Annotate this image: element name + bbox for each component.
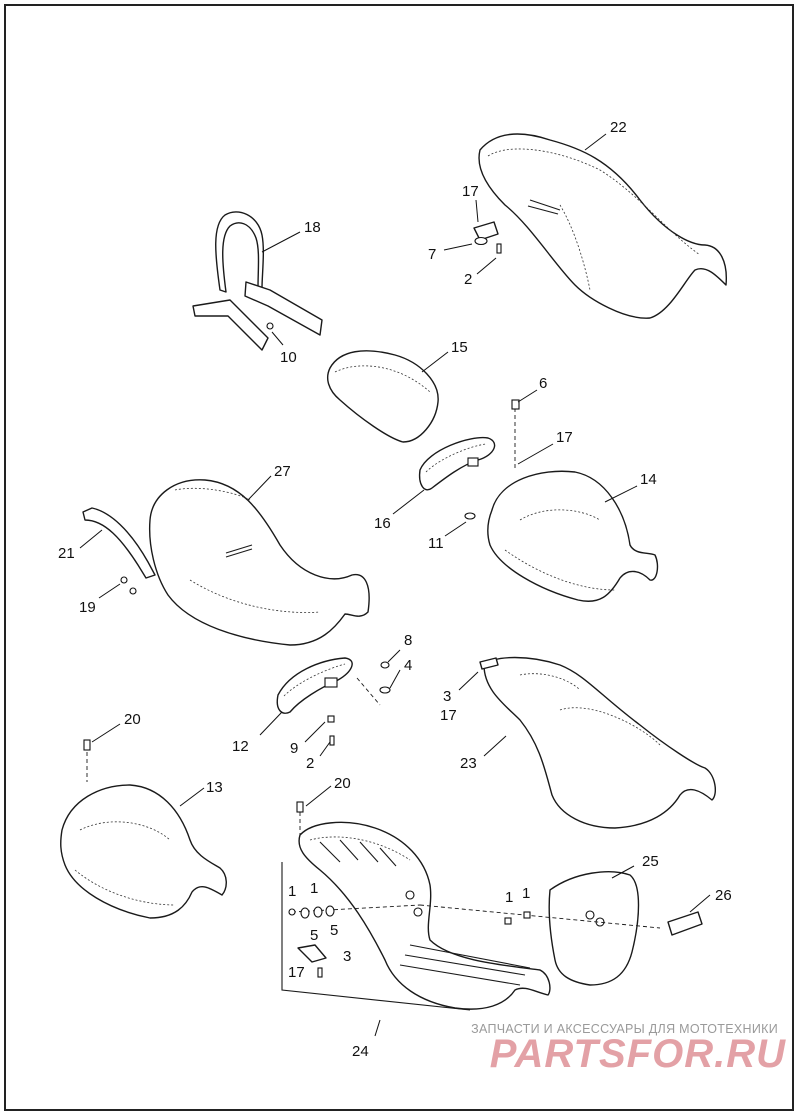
part-23-seat: [479, 656, 717, 829]
diagram-frame: [4, 4, 794, 1111]
label-3: 3: [443, 688, 451, 705]
label-20: 20: [334, 775, 351, 792]
part-21-strap: [82, 507, 156, 595]
label-10: 10: [280, 349, 297, 366]
watermark-logo: PARTSFOR.RU: [489, 1032, 786, 1076]
label-2: 2: [306, 755, 314, 772]
label-15: 15: [451, 339, 468, 356]
part-14-solo-seat: [464, 399, 659, 602]
part-15-pillion-pad: [327, 350, 439, 443]
label-20: 20: [124, 711, 141, 728]
label-24: 24: [352, 1043, 369, 1060]
hardware-group-bottom: [288, 904, 661, 978]
part-27-seat: [148, 479, 370, 646]
label-17: 17: [440, 707, 457, 724]
label-25: 25: [642, 853, 659, 870]
label-11: 11: [428, 535, 444, 552]
label-2: 2: [464, 271, 472, 288]
label-26: 26: [715, 887, 732, 904]
label-7: 7: [428, 246, 436, 263]
label-9: 9: [290, 740, 298, 757]
label-16: 16: [374, 515, 391, 532]
label-8: 8: [404, 632, 412, 649]
part-18-backrest-frame: [192, 211, 323, 351]
label-17: 17: [288, 964, 305, 981]
label-23: 23: [460, 755, 477, 772]
label-1: 1: [505, 889, 513, 906]
label-27: 27: [274, 463, 291, 480]
part-16-strap: [418, 436, 496, 491]
label-12: 12: [232, 738, 249, 755]
part-26-badge: [667, 911, 703, 936]
label-5: 5: [330, 922, 338, 939]
part-13-solo-seat: [60, 739, 227, 919]
hardware-group-top: [473, 221, 502, 254]
label-4: 4: [404, 657, 412, 674]
part-22-seat: [478, 133, 727, 319]
label-1: 1: [310, 880, 318, 897]
part-12-strap: [276, 657, 391, 746]
callout-labels: 22 17 7 2 18 10 15 6 17 14 16 11 27 21 1…: [58, 119, 732, 1060]
label-13: 13: [206, 779, 223, 796]
label-18: 18: [304, 219, 321, 236]
part-25-backrest-pad: [548, 871, 640, 986]
label-21: 21: [58, 545, 75, 562]
part-24-assembly-frame: [281, 862, 471, 1011]
part-24-seat: [296, 801, 551, 1010]
label-5: 5: [310, 927, 318, 944]
label-14: 14: [640, 471, 657, 488]
label-1: 1: [288, 883, 296, 900]
label-19: 19: [79, 599, 96, 616]
label-6: 6: [539, 375, 547, 392]
leader-lines: [79, 133, 711, 1037]
label-17: 17: [556, 429, 573, 446]
label-17: 17: [462, 183, 479, 200]
label-1: 1: [522, 885, 530, 902]
label-3: 3: [343, 948, 351, 965]
watermark-tagline: ЗАПЧАСТИ И АКСЕССУАРЫ ДЛЯ МОТОТЕХНИКИ: [471, 1022, 778, 1036]
label-22: 22: [610, 119, 627, 136]
